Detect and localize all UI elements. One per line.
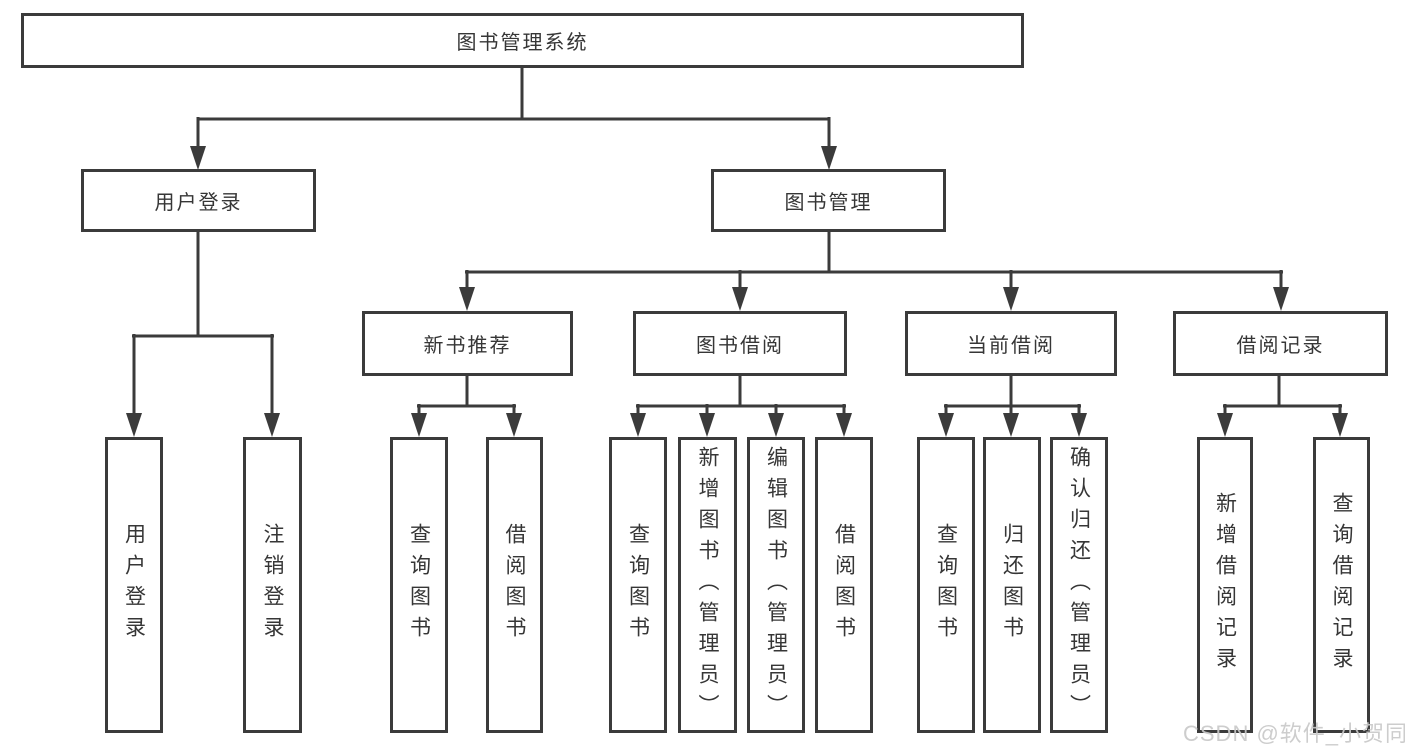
leaf-query-books-current: 查询图书 — [917, 437, 975, 733]
leaf-query-borrow-record: 查询借阅记录 — [1313, 437, 1370, 733]
node-library-management-system: 图书管理系统 — [21, 13, 1024, 68]
leaf-logout: 注销登录 — [243, 437, 302, 733]
csdn-watermark: CSDN @软件_小贺同学 — [1183, 721, 1405, 746]
leaf-user-login: 用户登录 — [105, 437, 163, 733]
node-new-book-recommend: 新书推荐 — [362, 311, 573, 376]
leaf-borrow-books-recommend: 借阅图书 — [486, 437, 543, 733]
leaf-confirm-return-admin: 确认归还（管理员） — [1050, 437, 1108, 733]
node-borrow-records: 借阅记录 — [1173, 311, 1388, 376]
leaf-borrow-books: 借阅图书 — [815, 437, 873, 733]
node-user-login: 用户登录 — [81, 169, 316, 232]
leaf-add-book-admin: 新增图书（管理员） — [678, 437, 737, 733]
leaf-return-books: 归还图书 — [983, 437, 1041, 733]
leaf-edit-book-admin: 编辑图书（管理员） — [747, 437, 805, 733]
node-book-management: 图书管理 — [711, 169, 946, 232]
leaf-add-borrow-record: 新增借阅记录 — [1197, 437, 1253, 733]
node-current-borrow: 当前借阅 — [905, 311, 1117, 376]
leaf-query-books-borrow: 查询图书 — [609, 437, 667, 733]
node-book-borrow: 图书借阅 — [633, 311, 847, 376]
leaf-query-books-recommend: 查询图书 — [390, 437, 448, 733]
